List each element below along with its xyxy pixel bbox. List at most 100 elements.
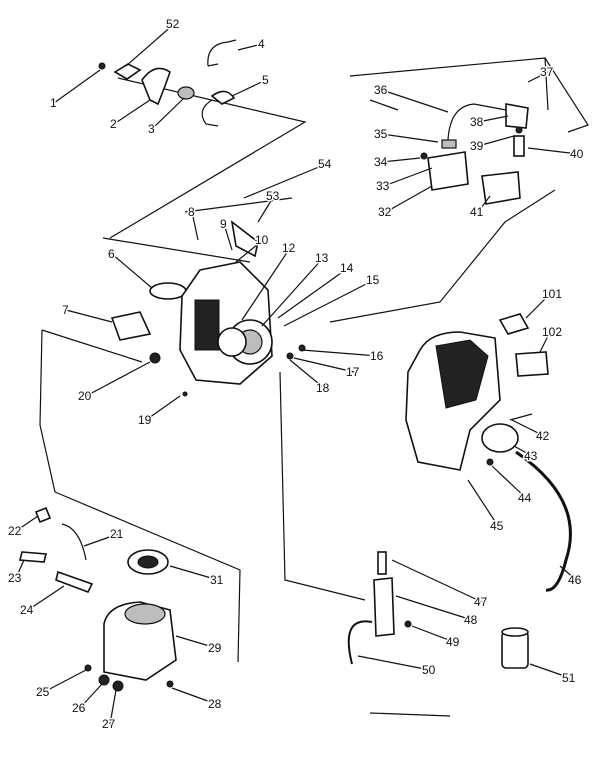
- part-38-boot: [505, 103, 529, 129]
- leader-line-35: [381, 133, 439, 143]
- leader-line-48: [395, 595, 473, 621]
- leader-line-32: [385, 185, 433, 213]
- part-22-filter: [34, 506, 52, 524]
- callout-38: 38: [470, 115, 484, 129]
- leader-line-14: [277, 267, 349, 319]
- part-48-body: [373, 577, 395, 637]
- part-1-nut: [98, 62, 106, 70]
- part-53-clip: [230, 220, 259, 258]
- shroud-recess: [435, 339, 489, 409]
- callout-31: 31: [210, 573, 224, 587]
- callout-18: 18: [316, 381, 330, 395]
- ignition-parts: [98, 39, 237, 127]
- part-39-terminal: [515, 126, 523, 134]
- callout-26: 26: [72, 701, 86, 715]
- callout-25: 25: [36, 685, 50, 699]
- callout-13: 13: [315, 251, 329, 265]
- part-23-primer: [18, 551, 48, 563]
- part-101-label: [498, 313, 530, 335]
- part-7-muffler: [110, 311, 152, 341]
- callout-37: 37: [540, 65, 554, 79]
- part-16-washer: [298, 344, 306, 352]
- part-18-nut: [286, 352, 294, 360]
- leader-line-3: [151, 97, 185, 130]
- boundary-tank-left: [39, 424, 56, 493]
- leader-line-40: [527, 147, 579, 155]
- part-49-clip: [404, 620, 412, 628]
- callout-7: 7: [62, 303, 69, 317]
- part-2-switch: [141, 67, 171, 106]
- part-42-screw: [509, 413, 533, 421]
- leader-line-2: [113, 99, 151, 125]
- leader-line-33: [383, 167, 433, 187]
- leader-line-18: [289, 359, 325, 389]
- callout-14: 14: [340, 261, 354, 275]
- leader-line-1: [53, 69, 101, 104]
- leader-line-9: [223, 223, 233, 251]
- part-47-tube: [377, 551, 387, 575]
- primer-assembly: [347, 551, 529, 669]
- leader-line-49: [411, 625, 455, 643]
- callout-2: 2: [110, 117, 117, 131]
- callout-6: 6: [108, 247, 115, 261]
- callout-20: 20: [78, 389, 92, 403]
- callout-1: 1: [50, 96, 57, 110]
- boundary-53: [184, 197, 293, 213]
- leader-line-51: [529, 663, 571, 679]
- leader-line-8: [191, 211, 199, 241]
- callout-50: 50: [422, 663, 436, 677]
- part-43-throttle: [481, 423, 519, 453]
- part-10-starter: [217, 327, 247, 357]
- leader-line-24: [27, 585, 65, 611]
- callout-35: 35: [374, 127, 388, 141]
- callout-15: 15: [366, 273, 380, 287]
- callout-44: 44: [518, 491, 532, 505]
- callout-4: 4: [258, 37, 265, 51]
- leader-line-50: [357, 655, 431, 671]
- leader-line-36: [381, 89, 449, 113]
- boundary-37-top: [349, 57, 589, 133]
- part-24-tube: [55, 570, 94, 594]
- boundary-37-left: [369, 99, 399, 111]
- leader-line-16: [301, 349, 379, 357]
- fuel-tank-assembly: [18, 506, 177, 692]
- callout-28: 28: [208, 697, 222, 711]
- callout-29: 29: [208, 641, 222, 655]
- leader-line-34: [381, 157, 421, 163]
- leader-line-53: [257, 195, 275, 223]
- leader-line-46: [559, 565, 577, 581]
- part-41-cover: [481, 171, 521, 205]
- callout-16: 16: [370, 349, 384, 363]
- cylinder-fins: [194, 299, 220, 351]
- leader-line-27: [109, 689, 117, 725]
- callout-42: 42: [536, 429, 550, 443]
- boundary-top-left: [109, 77, 307, 239]
- callout-48: 48: [464, 613, 478, 627]
- part-50-line: [347, 620, 373, 665]
- leader-line-28: [171, 687, 217, 705]
- part-4-wire: [207, 39, 237, 67]
- part-51-plate: [113, 63, 142, 80]
- leader-line-25: [43, 669, 87, 693]
- callout-53: 53: [266, 189, 280, 203]
- callout-10: 10: [255, 233, 269, 247]
- leader-line-42: [511, 419, 545, 437]
- callout-46: 46: [568, 573, 582, 587]
- callout-101: 101: [542, 287, 562, 301]
- part-40-plug: [513, 135, 525, 157]
- group-boundary-lines: [39, 57, 589, 717]
- tank-neck: [124, 603, 166, 625]
- callout-12: 12: [282, 241, 296, 255]
- boundary-37-right: [544, 57, 549, 111]
- leader-line-101: [525, 293, 551, 319]
- part-25-screw: [84, 664, 92, 672]
- part-20-bolt: [149, 352, 161, 364]
- leader-line-29: [175, 635, 217, 649]
- spark-plug-group: [420, 103, 529, 205]
- callout-45: 45: [490, 519, 504, 533]
- part-34-screw: [420, 152, 428, 160]
- boundary-54: [102, 237, 251, 263]
- part-21-line: [61, 523, 87, 561]
